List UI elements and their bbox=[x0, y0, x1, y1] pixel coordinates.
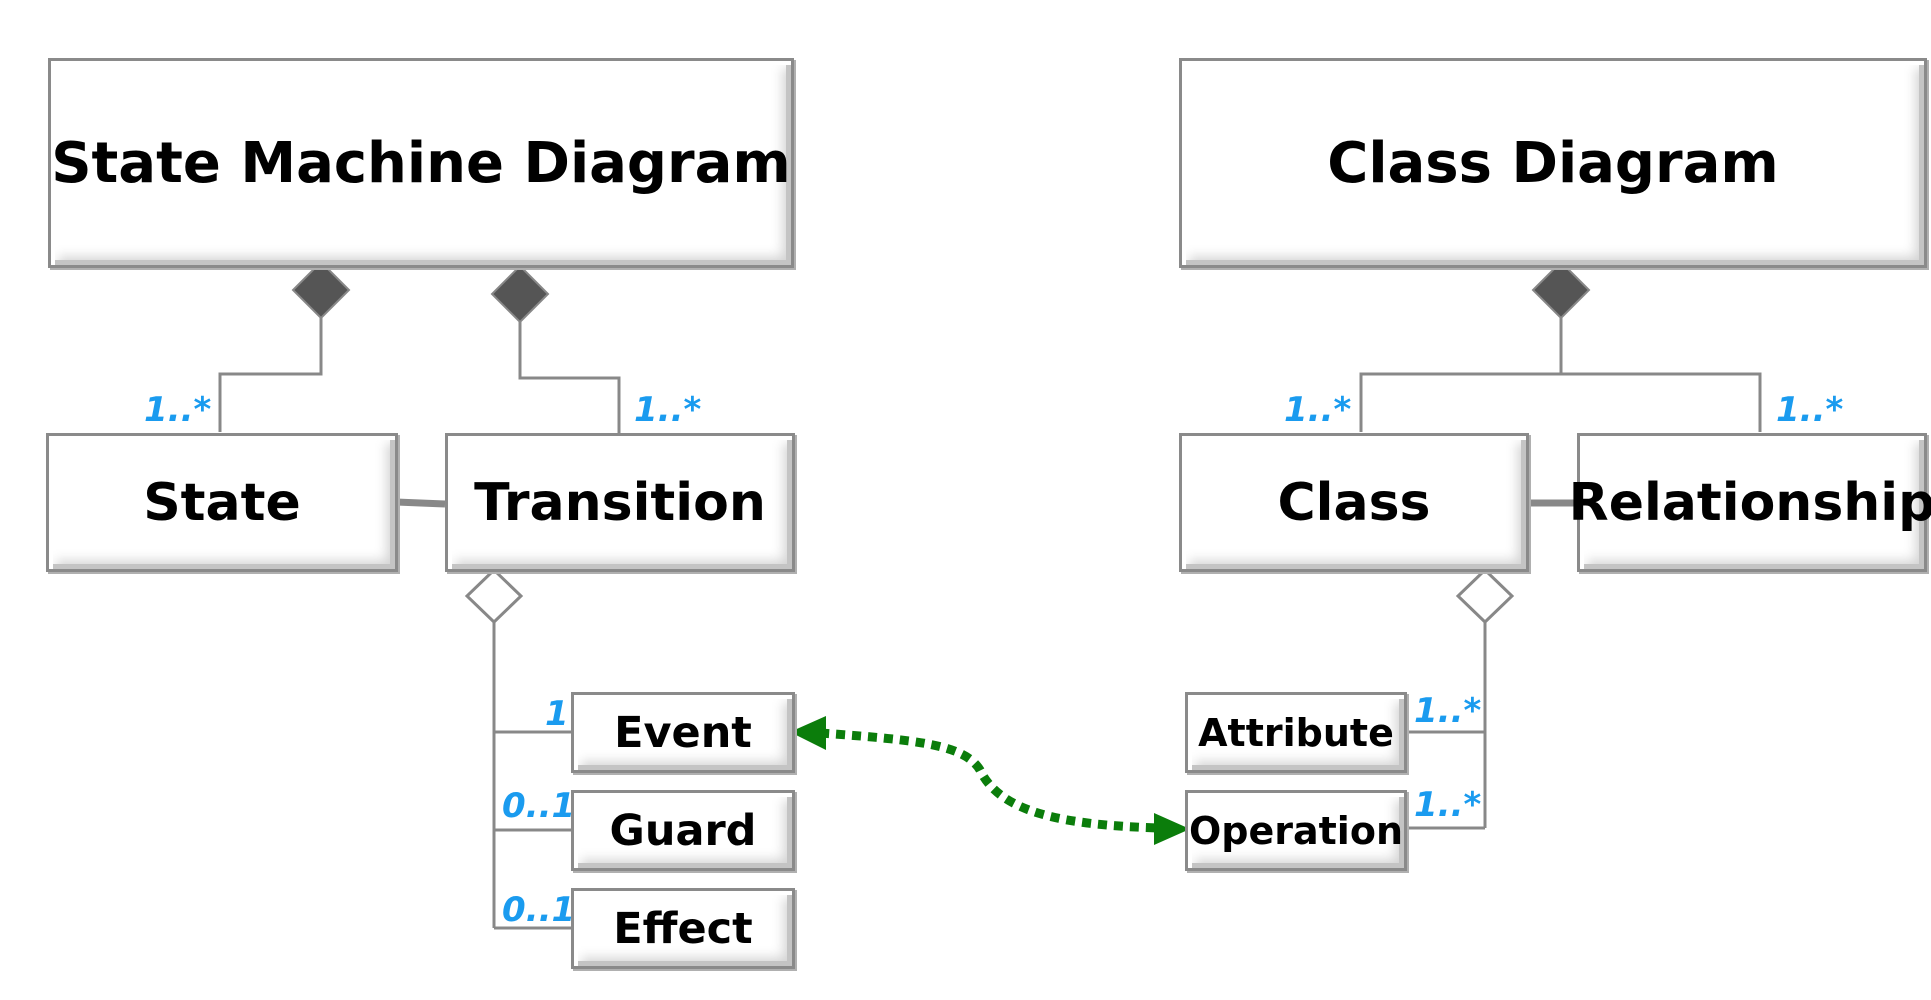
multiplicity-operation: 1..* bbox=[1414, 785, 1482, 825]
multiplicity-guard: 0..1 bbox=[502, 786, 576, 826]
composition-line-state bbox=[218, 318, 323, 432]
composition-diamond-class-diagram bbox=[1531, 260, 1591, 320]
class-diagram-box: Class Diagram bbox=[1179, 58, 1927, 268]
event-box: Event bbox=[571, 692, 795, 773]
transition-box: Transition bbox=[445, 433, 795, 572]
operation-box: Operation bbox=[1185, 790, 1407, 871]
effect-label: Effect bbox=[613, 903, 753, 954]
mapping-arrowhead-event bbox=[790, 716, 826, 750]
class-box: Class bbox=[1179, 433, 1529, 572]
operation-label: Operation bbox=[1188, 808, 1403, 853]
multiplicity-transition: 1..* bbox=[634, 390, 702, 430]
event-label: Event bbox=[614, 707, 752, 758]
guard-label: Guard bbox=[609, 805, 757, 856]
multiplicity-relationship: 1..* bbox=[1776, 390, 1844, 430]
state-box: State bbox=[46, 433, 398, 572]
multiplicity-state: 1..* bbox=[144, 390, 212, 430]
guard-box: Guard bbox=[571, 790, 795, 871]
attribute-label: Attribute bbox=[1198, 710, 1394, 755]
attribute-box: Attribute bbox=[1185, 692, 1407, 773]
transition-label: Transition bbox=[474, 472, 766, 533]
state-machine-diagram-box: State Machine Diagram bbox=[48, 58, 794, 268]
multiplicity-event: 1 bbox=[545, 694, 569, 734]
state-label: State bbox=[143, 472, 301, 533]
state-machine-diagram-title: State Machine Diagram bbox=[51, 130, 791, 196]
class-diagram-title: Class Diagram bbox=[1327, 130, 1779, 196]
composition-branch-class bbox=[1359, 372, 1762, 432]
class-label: Class bbox=[1277, 472, 1431, 533]
association-state-transition bbox=[395, 498, 446, 508]
multiplicity-class: 1..* bbox=[1284, 390, 1352, 430]
relationship-box: Relationship bbox=[1569, 433, 1931, 572]
multiplicity-attribute: 1..* bbox=[1414, 691, 1482, 731]
multiplicity-effect: 0..1 bbox=[502, 890, 576, 930]
composition-diamond-transition bbox=[490, 264, 550, 324]
relationship-label: Relationship bbox=[1568, 472, 1931, 533]
mapping-arrow-line bbox=[819, 728, 1161, 833]
mapping-arrowhead-operation bbox=[1154, 813, 1190, 845]
composition-diamond-state bbox=[291, 260, 351, 320]
aggregation-diamond-transition bbox=[464, 567, 524, 625]
effect-box: Effect bbox=[571, 888, 795, 969]
aggregation-diamond-class bbox=[1455, 567, 1515, 625]
composition-line-transition bbox=[518, 322, 621, 433]
